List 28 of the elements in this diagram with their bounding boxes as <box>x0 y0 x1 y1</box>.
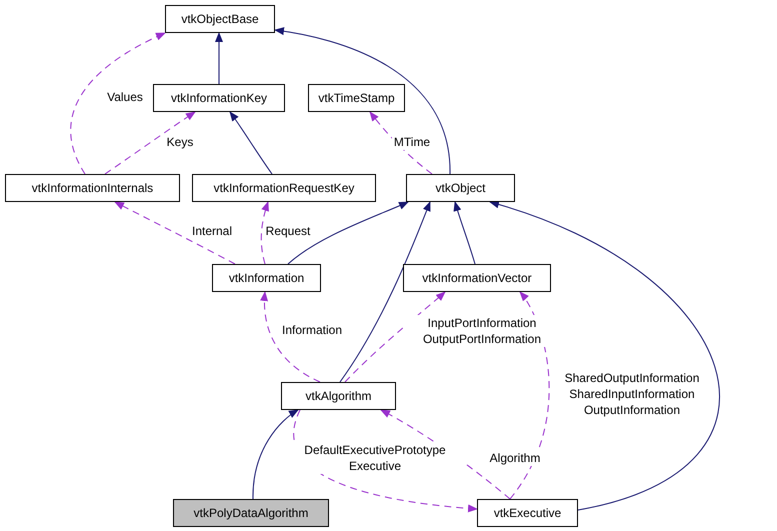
dashed-arrow <box>104 111 196 174</box>
dashed-arrow <box>369 111 432 174</box>
dashed-arrow <box>114 202 236 264</box>
arrow <box>274 27 450 174</box>
class-box: vtkPolyDataAlgorithm <box>173 499 329 527</box>
class-box: vtkInformationKey <box>153 84 285 112</box>
dashed-arrow <box>260 201 270 264</box>
class-box: vtkInformationInternals <box>5 174 180 202</box>
class-box: vtkExecutive <box>477 499 578 527</box>
class-box: vtkInformation <box>212 264 321 292</box>
arrow <box>215 32 223 84</box>
arrow <box>454 201 476 264</box>
arrow <box>252 409 299 500</box>
arrow <box>489 201 720 510</box>
arrow <box>340 201 430 382</box>
edge-label: MTime <box>392 134 432 150</box>
arrow <box>229 111 272 174</box>
class-box: vtkObject <box>406 174 515 202</box>
dashed-arrow <box>70 32 166 174</box>
class-box: vtkInformationVector <box>403 264 551 292</box>
dashed-arrow <box>260 291 320 382</box>
class-box: vtkInformationRequestKey <box>192 174 376 202</box>
edge-label: Algorithm <box>488 450 542 466</box>
class-box: vtkTimeStamp <box>308 84 405 112</box>
dashed-arrow <box>344 291 446 382</box>
arrow <box>288 202 409 264</box>
class-box: vtkAlgorithm <box>281 382 396 410</box>
class-box: vtkObjectBase <box>165 5 275 33</box>
